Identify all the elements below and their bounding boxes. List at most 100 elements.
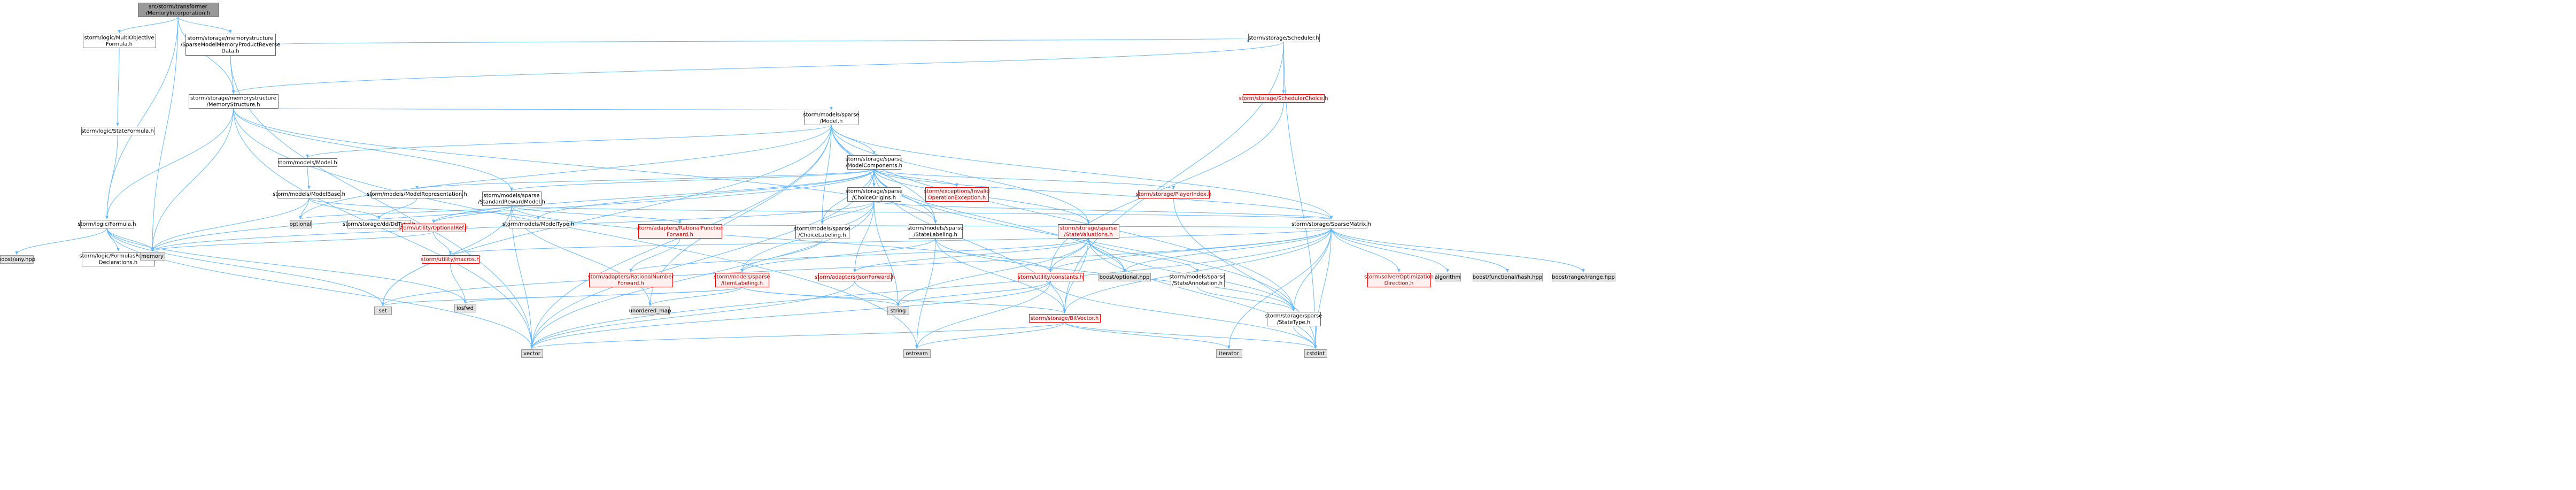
node-label-boostfunchash-0: boost/functional/hash.hpp [1473, 274, 1542, 280]
node-schedchoice[interactable]: storm/storage/SchedulerChoice.h [1239, 94, 1328, 103]
node-stateformula[interactable]: storm/logic/StateFormula.h [81, 127, 154, 135]
node-set[interactable]: set [374, 307, 392, 315]
edge-optionalref-to-macros [433, 231, 452, 255]
node-label-invalidop-0: storm/exceptions/Invalid [924, 189, 990, 195]
node-formula[interactable]: storm/logic/Formula.h [78, 220, 136, 228]
node-memory[interactable]: memory [140, 252, 165, 261]
node-iosfwd[interactable]: iosfwd [454, 304, 476, 312]
edge-itemlabeling-to-unorderedmap [648, 286, 742, 307]
node-itemlabeling[interactable]: storm/models/sparse/ItemLabeling.h [714, 273, 770, 287]
node-label-optionalref-0: storm/utility/OptionalRef.h [398, 225, 468, 231]
node-sparsemodel[interactable]: storm/models/sparse/Model.h [803, 111, 860, 125]
node-jsonfwd[interactable]: storm/adapters/JsonForward.h [815, 273, 895, 281]
node-boostoptional[interactable]: boost/optional.hpp [1099, 273, 1151, 281]
node-optional[interactable]: optional [290, 220, 312, 228]
node-macros[interactable]: storm/utility/macros.h [421, 255, 480, 264]
node-constants[interactable]: storm/utility/constants.h [1018, 273, 1084, 281]
node-modelbase[interactable]: storm/models/ModelBase.h [273, 190, 345, 198]
node-iterator[interactable]: iterator [1216, 349, 1242, 358]
node-label-memstruct-0: storm/storage/memorystructure [190, 96, 276, 102]
node-label-playerindex-0: storm/storage/PlayerIndex.h [1136, 192, 1212, 197]
node-ostream[interactable]: ostream [903, 349, 931, 358]
node-label-bitvector-0: storm/storage/BitVector.h [1031, 316, 1099, 321]
edge-modelcomp-to-invalidop [873, 169, 958, 187]
node-string[interactable]: string [887, 307, 909, 315]
node-smmpr[interactable]: storm/storage/memorystructure/SparseMode… [181, 34, 281, 56]
node-box-jsonfwd [818, 273, 892, 281]
node-box-bitvector [1029, 314, 1101, 323]
node-unorderedmap[interactable]: unordered_map [629, 307, 671, 315]
node-modelrep[interactable]: storm/models/ModelRepresentation.h [367, 190, 467, 198]
node-box-stateannotation [1171, 273, 1225, 287]
edge-root-to-smmpr [177, 16, 232, 34]
node-box-statelabeling [909, 224, 963, 239]
node-stdreward[interactable]: storm/models/sparse/StandardRewardModel.… [478, 192, 545, 206]
node-label-stateformula-0: storm/logic/StateFormula.h [81, 128, 154, 134]
edge-root-to-memory [151, 16, 179, 252]
edge-statelabeling-to-itemlabeling [740, 238, 936, 273]
node-scheduler[interactable]: storm/storage/Scheduler.h [1248, 34, 1320, 42]
edge-statevaluations-to-boostoptional [1088, 238, 1126, 273]
node-choicelabeling[interactable]: storm/models/sparse/ChoiceLabeling.h [794, 225, 850, 239]
node-modelcomp[interactable]: storm/storage/sparse/ModelComponents.h [846, 155, 903, 170]
node-box-smmpr [185, 34, 276, 56]
node-sparsematrix[interactable]: storm/storage/SparseMatrix.h [1291, 220, 1371, 228]
node-label-unorderedmap-0: unordered_map [629, 308, 671, 314]
edge-jsonfwd-to-vector [530, 280, 855, 349]
node-modeltype[interactable]: storm/models/ModelType.h [502, 220, 575, 228]
node-box-algorithm [1435, 273, 1461, 281]
node-label-stateannotation-0: storm/models/sparse [1169, 274, 1225, 280]
node-label-ratnumfwd-0: storm/adapters/RationalNumber [587, 274, 674, 280]
node-bitvector[interactable]: storm/storage/BitVector.h [1029, 314, 1101, 323]
edge-modelcomp-to-modelrep [415, 169, 875, 190]
node-label-algorithm-0: algorithm [1435, 274, 1460, 280]
node-label-modeltype-0: storm/models/ModelType.h [502, 221, 575, 227]
node-label-ostream-0: ostream [906, 351, 927, 357]
node-label-ratfuncfwd-0: storm/adapters/RationalFunction [636, 226, 723, 232]
edge-sparsematrix-to-boostfunchash [1331, 227, 1509, 273]
node-modelsmodel[interactable]: storm/models/Model.h [277, 158, 337, 167]
node-playerindex[interactable]: storm/storage/PlayerIndex.h [1136, 190, 1212, 198]
edge-formula-to-boostany [15, 227, 107, 255]
edge-choiceorigins-to-vector [530, 201, 875, 349]
node-cstdint[interactable]: cstdint [1304, 349, 1327, 358]
node-box-macros [422, 255, 479, 264]
edge-modelbase-to-modeltype [308, 197, 540, 220]
node-algorithm[interactable]: algorithm [1435, 273, 1461, 281]
edge-choicelabeling-to-itemlabeling [740, 238, 823, 273]
edge-itemlabeling-to-string [741, 286, 900, 307]
node-memstruct[interactable]: storm/storage/memorystructure/MemoryStru… [189, 94, 279, 109]
edge-sparsemodel-to-modelcomp [831, 124, 876, 155]
node-stateannotation[interactable]: storm/models/sparse/StateAnnotation.h [1169, 273, 1226, 287]
edge-sparsematrix-to-cstdint [1314, 227, 1332, 349]
node-box-boostrange [1552, 273, 1615, 281]
node-label-vector-0: vector [523, 351, 541, 357]
node-choiceorigins[interactable]: storm/storage/sparse/ChoiceOrigins.h [846, 187, 903, 202]
node-label-root-1: /MemoryIncorporation.h [146, 11, 210, 17]
node-root[interactable]: src/storm/transformer/MemoryIncorporatio… [138, 3, 219, 17]
node-label-ratnumfwd-1: Forward.h [617, 281, 644, 287]
node-vector[interactable]: vector [521, 349, 543, 358]
node-ddtype[interactable]: storm/storage/dd/DdType.h [343, 220, 415, 228]
node-statetype[interactable]: storm/storage/sparse/StateType.h [1265, 312, 1322, 326]
node-boostfunchash[interactable]: boost/functional/hash.hpp [1473, 273, 1543, 281]
node-optionalref[interactable]: storm/utility/OptionalRef.h [398, 224, 469, 232]
node-boostany[interactable]: boost/any.hpp [0, 255, 35, 264]
node-label-choiceorigins-0: storm/storage/sparse [846, 189, 903, 195]
edge-formula-to-iosfwd [106, 227, 467, 304]
node-box-boostany [0, 255, 34, 264]
edge-sparsematrix-to-bitvector [1063, 227, 1332, 314]
node-label-memstruct-1: /MemoryStructure.h [206, 102, 260, 108]
node-statelabeling[interactable]: storm/models/sparse/StateLabeling.h [907, 224, 964, 239]
edge-sparsematrix-to-constants [1049, 227, 1332, 273]
node-boostrange[interactable]: boost/range/irange.hpp [1552, 273, 1615, 281]
node-statevaluations[interactable]: storm/storage/sparse/StateValuations.h [1058, 224, 1119, 239]
node-invalidop[interactable]: storm/exceptions/InvalidOperationExcepti… [924, 187, 990, 202]
edge-statevaluations-to-jsonfwd [853, 238, 1089, 273]
node-label-modelsmodel-0: storm/models/Model.h [277, 160, 337, 166]
edge-modelcomp-to-memory [151, 169, 875, 252]
